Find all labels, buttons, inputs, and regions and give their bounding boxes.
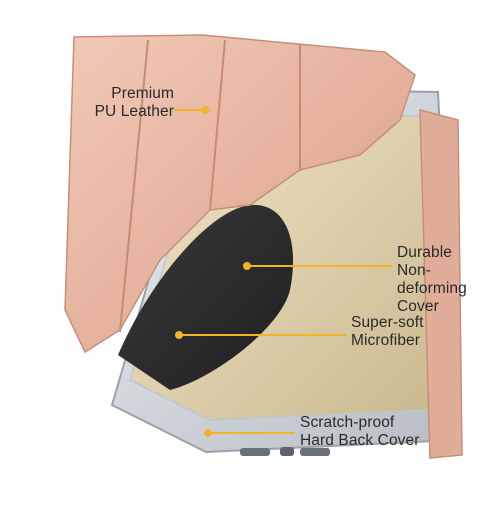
lightning-port	[280, 447, 294, 456]
callout-dot-super	[175, 331, 183, 339]
label-scratch-proof-back: Scratch-proof Hard Back Cover	[300, 414, 420, 450]
label-durable-cover: Durable Non-deforming Cover	[397, 244, 500, 316]
fold-line-1	[119, 39, 149, 333]
speaker-grille-right	[300, 448, 330, 456]
leather-side-strip	[419, 109, 463, 459]
label-line: Durable	[397, 244, 452, 261]
label-super-soft-microfiber: Super-soft Microfiber	[351, 314, 424, 350]
fold-line-2	[209, 39, 226, 211]
label-line: Cover	[397, 298, 439, 315]
label-line: Hard Back Cover	[300, 432, 420, 449]
speaker-grille-left	[240, 448, 270, 456]
label-line: Microfiber	[351, 332, 421, 349]
label-line: Non-deforming	[397, 262, 467, 297]
pu-leather-cover	[64, 34, 416, 354]
microfiber-lining	[118, 204, 294, 390]
callout-dot-durable	[243, 262, 251, 270]
label-line: Scratch-proof	[300, 414, 395, 431]
label-line: PU Leather	[94, 103, 174, 120]
callout-dot-scratch	[204, 429, 212, 437]
label-line: Premium	[111, 85, 174, 102]
label-line: Super-soft	[351, 314, 424, 331]
label-premium-pu-leather: Premium PU Leather	[64, 85, 174, 121]
callout-dot-premium	[201, 106, 209, 114]
